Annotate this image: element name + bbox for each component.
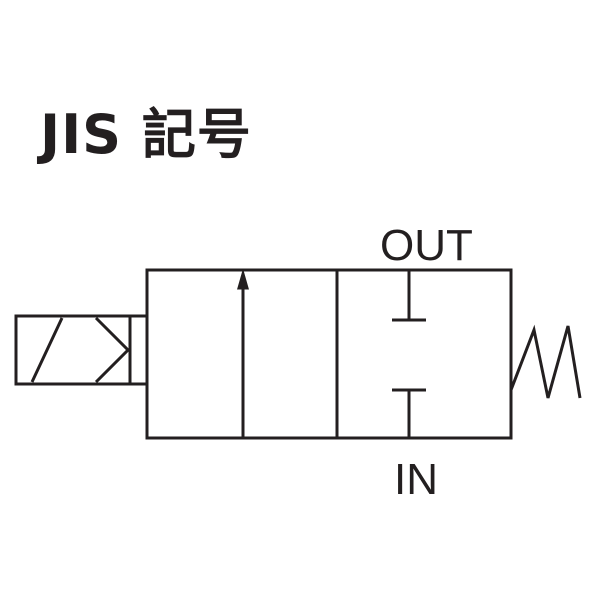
solenoid-icon [14, 314, 147, 386]
flow-arrow-icon [237, 268, 249, 438]
valve-body [145, 268, 513, 440]
blocked-port-out [392, 270, 426, 322]
spring-icon [509, 324, 582, 399]
port-label-in: IN [394, 455, 438, 504]
blocked-port-in [392, 388, 426, 438]
port-label-out: OUT [380, 221, 473, 270]
diagram-title: JIS 記号 [40, 103, 252, 166]
